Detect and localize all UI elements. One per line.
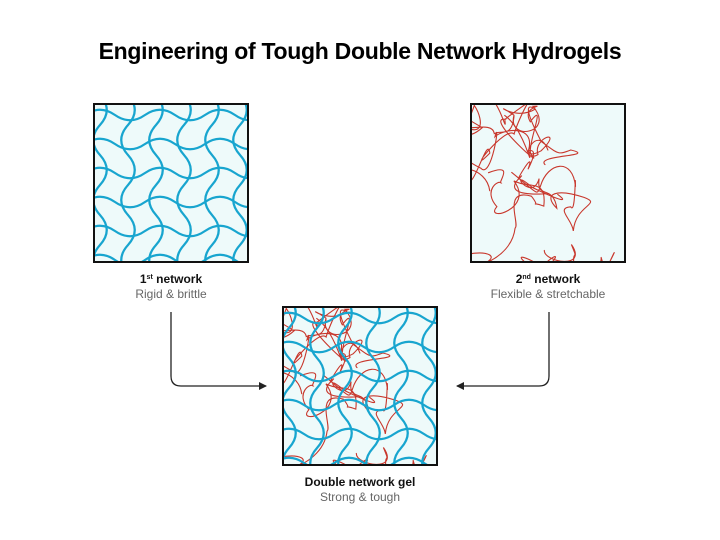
horizontal-chain: [95, 108, 247, 122]
horizontal-chain: [95, 166, 247, 180]
left-arrow: [170, 312, 267, 390]
first-network-panel: [93, 103, 249, 263]
vertical-chain: [95, 105, 108, 256]
polymer-coil: [284, 317, 343, 374]
vertical-chain: [176, 105, 192, 261]
double-network-mesh: [284, 308, 436, 464]
horizontal-chain: [95, 224, 247, 238]
polymer-coil: [323, 368, 404, 434]
double-network-caption: Double network gel Strong & tough: [260, 475, 460, 505]
first-network-description: Rigid & brittle: [135, 287, 207, 301]
horizontal-chain: [284, 340, 436, 354]
vertical-chain: [204, 105, 220, 261]
horizontal-chain: [284, 427, 436, 441]
polymer-coil: [520, 244, 615, 261]
double-network-panel: [282, 306, 438, 466]
polymer-coil: [502, 105, 579, 166]
vertical-chain: [120, 105, 136, 261]
vertical-chain: [148, 105, 164, 261]
right-arrow: [456, 312, 550, 390]
double-network-description: Strong & tough: [319, 490, 401, 504]
double-network-label: Double network gel: [304, 475, 416, 489]
vertical-chain: [232, 105, 247, 261]
horizontal-chain: [95, 253, 239, 261]
first-network-caption: 1st network Rigid & brittle: [71, 272, 271, 302]
second-network-panel: [470, 103, 626, 263]
first-network-mesh: [95, 105, 247, 261]
second-network-coils: [472, 105, 615, 261]
page-title: Engineering of Tough Double Network Hydr…: [98, 38, 622, 64]
horizontal-chain: [95, 137, 247, 151]
horizontal-chain: [284, 311, 436, 325]
horizontal-chain: [284, 369, 436, 383]
second-network-description: Flexible & stretchable: [490, 287, 606, 301]
horizontal-chain: [95, 195, 247, 209]
polymer-coil: [472, 114, 531, 171]
vertical-chain: [365, 308, 381, 464]
vertical-chain: [393, 308, 409, 464]
horizontal-chain: [284, 398, 436, 412]
vertical-chain: [337, 308, 353, 464]
polymer-coil: [511, 165, 592, 231]
polymer-coil: [472, 169, 545, 261]
horizontal-chain: [284, 456, 428, 464]
first-network-label: 1st network: [139, 272, 203, 286]
vertical-chain: [284, 308, 297, 459]
second-network-label: 2nd network: [515, 272, 581, 286]
vertical-chain: [309, 308, 325, 464]
vertical-chain: [421, 308, 436, 464]
second-network-caption: 2nd network Flexible & stretchable: [448, 272, 648, 302]
